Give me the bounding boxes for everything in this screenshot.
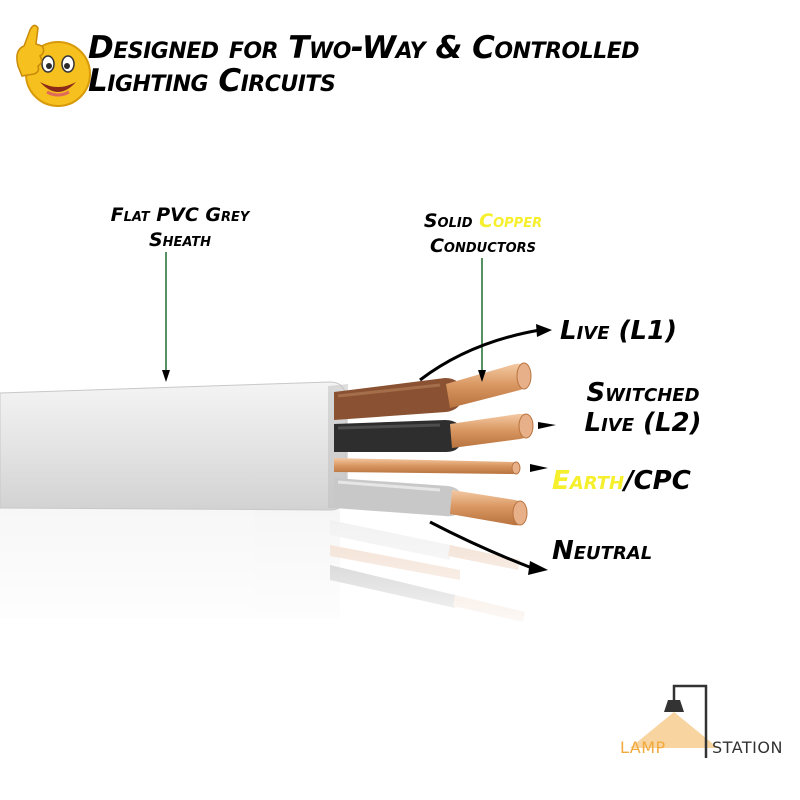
earth-cpc-label: Earth/CPC — [552, 466, 691, 496]
earth-word: Earth — [552, 466, 625, 496]
neutral-core — [334, 478, 528, 526]
headline-line-2: Lighting Circuits — [88, 63, 336, 99]
sheath-pointer — [162, 252, 170, 382]
grey-sheath — [0, 381, 347, 511]
thumbs-up-smiley-icon — [16, 24, 91, 107]
live-l1-core — [334, 362, 532, 420]
copper-label-line-2: Conductors — [429, 235, 537, 257]
cpc-word: /CPC — [624, 466, 691, 496]
copper-pointer — [478, 258, 486, 382]
sheath-label-line-1: Flat PVC Grey — [110, 204, 250, 226]
earth-arrow — [530, 464, 548, 472]
copper-label-line-1: Solid Copper — [378, 209, 588, 234]
copper-conductors-label: Solid Copper Conductors — [378, 209, 588, 259]
pendant-lamp-icon — [630, 684, 718, 758]
switched-live-l2-core — [334, 413, 534, 452]
switched-live-line-2: Live (L2) — [584, 408, 702, 438]
neutral-label: Neutral — [552, 536, 653, 566]
live-l1-label: Live (L1) — [560, 316, 677, 346]
switched-live-label: Switched Live (L2) — [548, 378, 738, 438]
headline-line-1: Designed for Two-Way & Controlled — [88, 30, 639, 66]
logo-lamp-text: LAMP — [620, 738, 666, 757]
sheath-label-line-2: Sheath — [148, 229, 211, 251]
sheath-label: Flat PVC Grey Sheath — [70, 203, 290, 253]
copper-label-copper-word: Copper — [479, 210, 543, 232]
logo-station-text: STATION — [712, 738, 783, 757]
headline: Designed for Two-Way & Controlled Lighti… — [88, 32, 788, 98]
switched-live-arrow — [538, 422, 556, 429]
live-l1-arrow — [419, 324, 552, 382]
neutral-arrow — [429, 520, 548, 575]
earth-cpc-conductor — [334, 458, 521, 475]
switched-live-line-1: Switched — [586, 378, 700, 408]
copper-label-solid: Solid — [423, 210, 473, 232]
